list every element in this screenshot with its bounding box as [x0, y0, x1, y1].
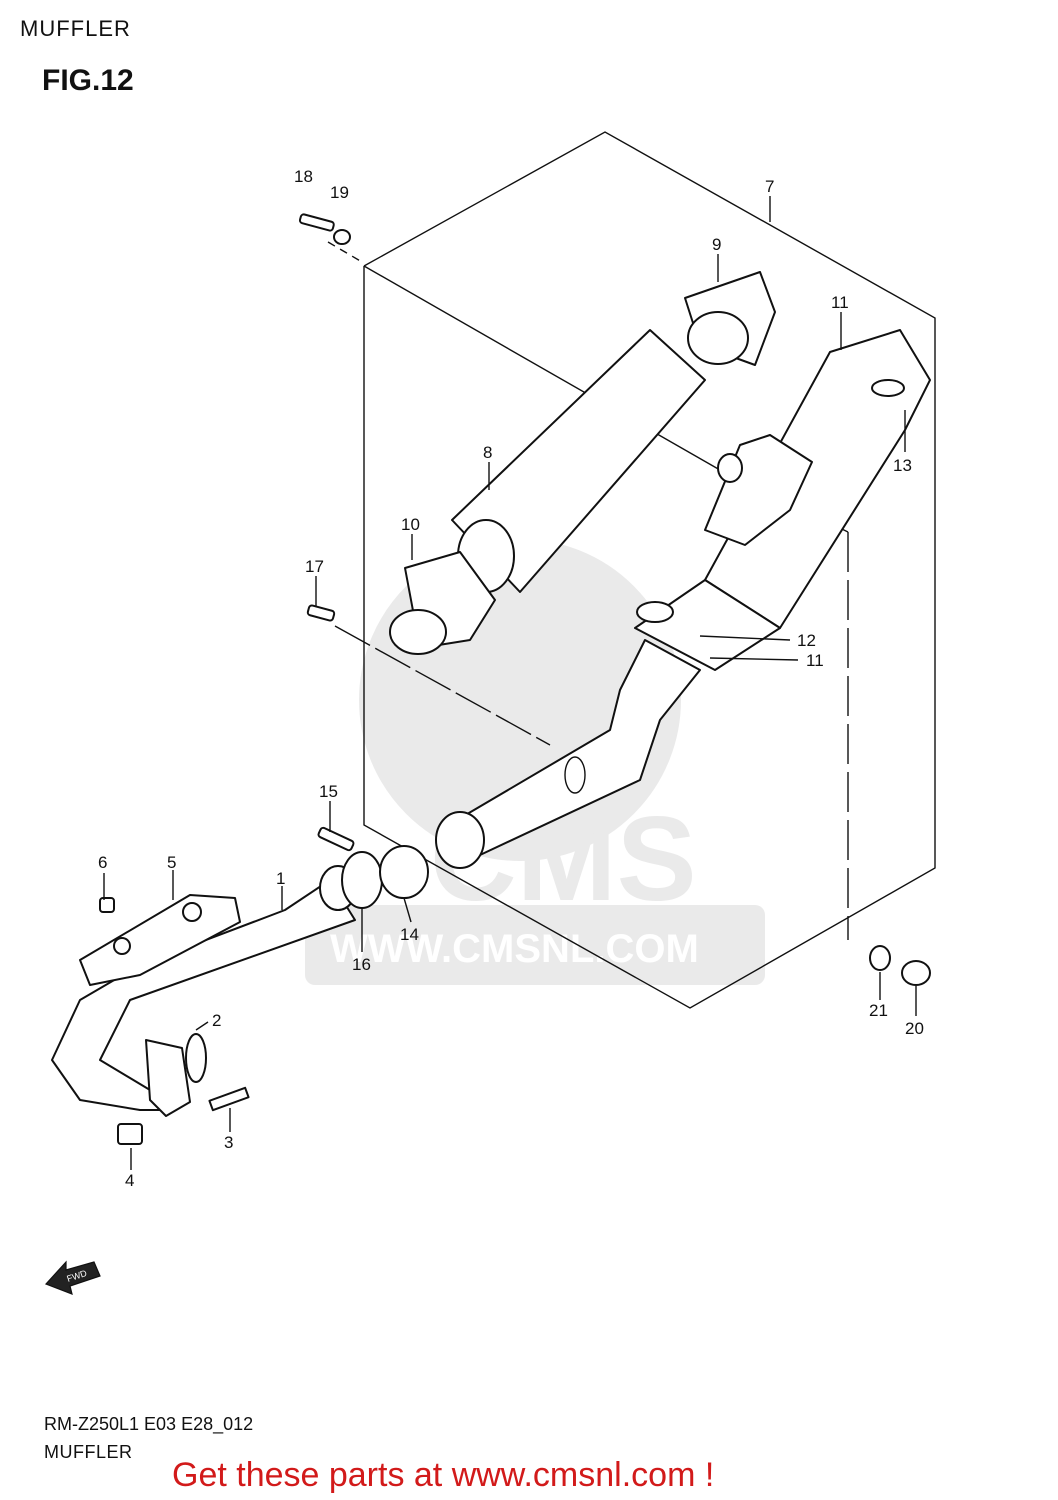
bolt-clamp: [317, 826, 355, 852]
forward-arrow-icon: FWD: [44, 1260, 101, 1295]
muffler-body: [634, 329, 931, 671]
callout-8: 8: [483, 443, 492, 462]
callout-19: 19: [330, 183, 349, 202]
bolt-upper: [298, 213, 335, 232]
exhaust-stud: [208, 1086, 250, 1112]
callout-17: 17: [305, 557, 324, 576]
diagram-code: RM-Z250L1 E03 E28_012: [44, 1414, 254, 1434]
callout-5: 5: [167, 853, 176, 872]
leader-line: [327, 241, 363, 263]
heat-shield: [79, 894, 241, 986]
exhaust-gasket: [185, 1033, 207, 1083]
washer-lower: [869, 945, 891, 971]
callout-9: 9: [712, 235, 721, 254]
callout-11-upper: 11: [831, 293, 849, 312]
exhaust-nut: [117, 1123, 143, 1145]
bolt-lower: [901, 960, 931, 986]
callout-3: 3: [224, 1133, 233, 1152]
callout-15: 15: [319, 782, 338, 801]
section-title: MUFFLER: [20, 16, 131, 41]
muffler-clamp: [341, 851, 383, 909]
callout-6: 6: [98, 853, 107, 872]
callout-12: 12: [797, 631, 816, 650]
exhaust-flange: [145, 1039, 191, 1117]
callout-2: 2: [212, 1011, 221, 1030]
bolt-mid: [306, 604, 336, 622]
callout-1: 1: [276, 869, 285, 888]
mid-pipe: [435, 639, 701, 869]
cta-link[interactable]: Get these parts at www.cmsnl.com !: [172, 1456, 715, 1494]
callout-leaders: [103, 196, 917, 1170]
callout-20: 20: [905, 1019, 924, 1038]
callout-21: 21: [869, 1001, 888, 1020]
washer-upper: [333, 229, 351, 245]
callout-4: 4: [125, 1171, 134, 1190]
leader-line: [334, 625, 551, 746]
end-cap-upper: [684, 271, 776, 366]
callout-18: 18: [294, 167, 313, 186]
end-cap-lower: [389, 551, 496, 655]
callout-11-lower: 11: [806, 651, 824, 670]
watermark-url-text: WWW.CMSNL.COM: [330, 927, 699, 971]
connector-sleeve: [379, 845, 429, 899]
callout-7: 7: [765, 177, 774, 196]
nut-washer: [99, 897, 115, 913]
figure-label: FIG.12: [42, 64, 134, 97]
callout-14: 14: [400, 925, 419, 944]
assembly-bracket-box: [363, 131, 936, 1009]
footer-title: MUFFLER: [44, 1442, 133, 1462]
leader-line: [363, 265, 721, 471]
callout-13: 13: [893, 456, 912, 475]
callout-16: 16: [352, 955, 371, 974]
callout-10: 10: [401, 515, 420, 534]
